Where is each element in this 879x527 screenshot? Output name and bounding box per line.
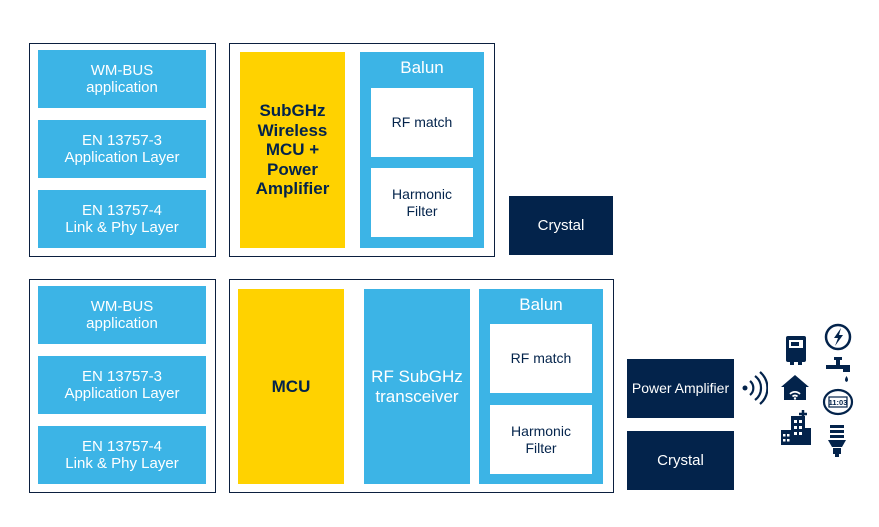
top-subghz-mcu-block: SubGHz Wireless MCU + Power Amplifier <box>240 52 345 248</box>
bottom-en13757-4-block: EN 13757-4 Link & Phy Layer <box>38 426 206 484</box>
top-harmonic-filter-block: Harmonic Filter <box>371 168 473 237</box>
smart-home-icon <box>781 375 809 400</box>
bottom-mcu-block: MCU <box>238 289 344 484</box>
bottom-wmbus-application-block: WM-BUS application <box>38 286 206 344</box>
bottom-rf-match-block: RF match <box>490 324 592 393</box>
digital-meter-readout: 11:03 <box>829 398 848 407</box>
light-bulb-icon <box>828 425 846 457</box>
city-building-icon <box>781 410 811 445</box>
bottom-rf-transceiver-block: RF SubGHz transceiver <box>364 289 470 484</box>
water-tap-icon <box>826 357 850 382</box>
bottom-crystal-block: Crystal <box>627 431 734 490</box>
top-wmbus-application-block: WM-BUS application <box>38 50 206 108</box>
top-en13757-4-block: EN 13757-4 Link & Phy Layer <box>38 190 206 248</box>
bottom-balun-title: Balun <box>519 295 563 314</box>
top-balun-title: Balun <box>400 58 444 77</box>
gas-meter-icon <box>786 336 806 365</box>
top-crystal-block: Crystal <box>509 196 613 255</box>
digital-meter-icon: 11:03 <box>822 388 854 416</box>
power-amplifier-block: Power Amplifier <box>627 359 734 418</box>
bottom-harmonic-filter-block: Harmonic Filter <box>490 405 592 474</box>
top-en13757-3-block: EN 13757-3 Application Layer <box>38 120 206 178</box>
bottom-en13757-3-block: EN 13757-3 Application Layer <box>38 356 206 414</box>
electricity-meter-icon <box>824 323 852 351</box>
top-rf-match-block: RF match <box>371 88 473 157</box>
wireless-signal-icon <box>742 371 768 405</box>
